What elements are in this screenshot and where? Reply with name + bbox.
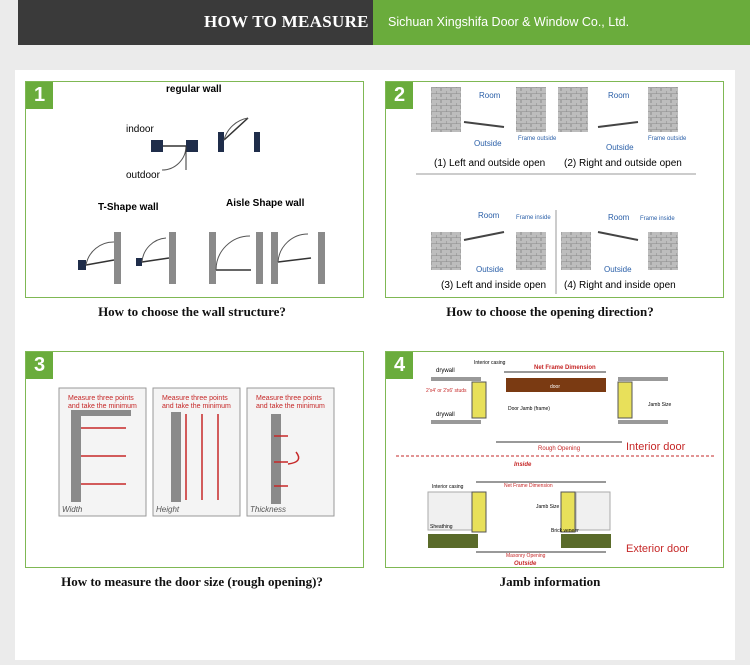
masonry-opening-label: Masonry Opening (506, 553, 546, 559)
jamb-size-label-2: Jamb Size (536, 504, 560, 510)
drywall-label-2: drywall (436, 412, 455, 418)
panel-door-size: 3 Measure three points and take the mini… (25, 351, 364, 568)
thickness-note-line1: Measure three points (256, 395, 322, 402)
width-note-line1: Measure three points (68, 395, 134, 402)
thickness-label: Thickness (250, 505, 286, 514)
outside-label: Outside (514, 561, 537, 567)
height-label: Height (156, 505, 180, 514)
jamb-diagram: Interior casing Net Frame Dimension dryw… (386, 352, 723, 567)
step-number-2: 2 (386, 82, 413, 109)
label-regular-wall: regular wall (166, 84, 222, 95)
wall-structure-diagram: regular wall indoor outdoor T-Shape wall… (26, 82, 363, 297)
caption-panel-2: How to choose the opening direction? (380, 304, 720, 320)
door-size-diagram: Measure three points and take the minimu… (26, 352, 363, 567)
panel-jamb-information: 4 Interior casing Net Frame Dimension dr… (385, 351, 724, 568)
interior-casing-label: Interior casing (474, 360, 506, 366)
step-number-1: 1 (26, 82, 53, 109)
room-label-4: Room (608, 213, 630, 222)
outside-label-4: Outside (604, 265, 632, 274)
label-t-shape-wall: T-Shape wall (98, 202, 159, 213)
height-note-line1: Measure three points (162, 395, 228, 402)
frame-outside-label-2: Frame outside (648, 136, 687, 142)
outside-label-3: Outside (476, 265, 504, 274)
frame-outside-label-1: Frame outside (518, 136, 557, 142)
width-label: Width (62, 505, 83, 514)
opening-direction-diagram: Room Outside Frame outside Room Outside … (386, 82, 723, 297)
label-aisle-shape-wall: Aisle Shape wall (226, 198, 305, 209)
inside-label: Inside (514, 462, 532, 468)
interior-casing-label-2: Interior casing (432, 484, 464, 490)
outside-label-2: Outside (606, 143, 634, 152)
header-banner: HOW TO MEASURE Sichuan Xingshifa Door & … (0, 0, 750, 45)
room-label-3: Room (478, 211, 500, 220)
net-frame-dimension-label-2: Net Frame Dimension (504, 483, 553, 489)
page-title: HOW TO MEASURE (204, 12, 369, 32)
drywall-label-1: drywall (436, 368, 455, 374)
label-outdoor: outdoor (126, 170, 161, 181)
option-2-label: (2) Right and outside open (564, 158, 682, 169)
option-3-label: (3) Left and inside open (441, 280, 546, 291)
room-label-2: Room (608, 91, 630, 100)
thickness-note-line2: and take the minimum (256, 403, 325, 410)
door-label: door (550, 384, 560, 390)
height-note-line2: and take the minimum (162, 403, 231, 410)
frame-inside-label-1: Frame inside (516, 215, 551, 221)
room-label-1: Room (479, 91, 501, 100)
caption-panel-4: Jamb information (380, 574, 720, 590)
panel-wall-structure: 1 regular wall indoor outdoor T-Shape wa… (25, 81, 364, 298)
frame-inside-label-2: Frame inside (640, 216, 675, 222)
brick-veneer-label: Brick veneer (551, 528, 579, 534)
option-1-label: (1) Left and outside open (434, 158, 545, 169)
panel-opening-direction: 2 Room Outside Frame outside Room Outsid… (385, 81, 724, 298)
label-indoor: indoor (126, 124, 154, 135)
caption-panel-1: How to choose the wall structure? (22, 304, 362, 320)
jamb-size-label: Jamb Size (648, 402, 672, 408)
step-number-4: 4 (386, 352, 413, 379)
studs-label: 2'x4' or 2'x6' studs (426, 388, 467, 394)
outside-label-1: Outside (474, 139, 502, 148)
interior-door-label: Interior door (626, 441, 686, 453)
option-4-label: (4) Right and inside open (564, 280, 676, 291)
net-frame-dimension-label: Net Frame Dimension (534, 365, 596, 371)
exterior-door-label: Exterior door (626, 543, 689, 555)
step-number-3: 3 (26, 352, 53, 379)
width-note-line2: and take the minimum (68, 403, 137, 410)
caption-panel-3: How to measure the door size (rough open… (22, 574, 362, 590)
company-name: Sichuan Xingshifa Door & Window Co., Ltd… (388, 15, 629, 29)
sheathing-label: Sheathing (430, 524, 453, 530)
rough-opening-label: Rough Opening (538, 446, 580, 452)
door-jamb-label: Door Jamb (frame) (508, 406, 550, 412)
